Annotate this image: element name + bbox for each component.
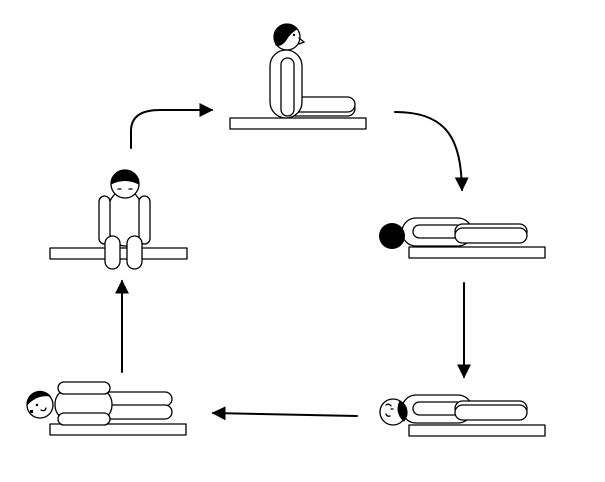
figure-lying-side [26,381,187,436]
arrow-sit-to-lie [394,111,469,192]
figure-lying-supine [379,217,546,259]
arm [138,195,151,245]
head-side [26,390,54,419]
figure-sitting-legs-down [49,169,188,270]
figure-sitting-legs-extended [229,23,367,130]
mat-right-lower [408,424,546,437]
arm [280,57,295,117]
leg [454,404,528,421]
mat-top [229,117,367,130]
leg [454,227,528,244]
arm [57,412,111,426]
figure-lying-face-turned [379,394,546,437]
head-back [379,223,405,249]
head-face [379,398,408,426]
head-profile [273,23,306,51]
arm [57,381,111,395]
arrow-sit-to-extend [130,103,214,149]
arrow-turn-to-side [211,406,358,421]
flow-arrows [115,103,471,421]
leg [126,235,143,270]
mat-right-upper [408,246,546,259]
mat-left-lower [49,423,187,436]
leg [104,235,121,270]
head-front [110,169,140,199]
